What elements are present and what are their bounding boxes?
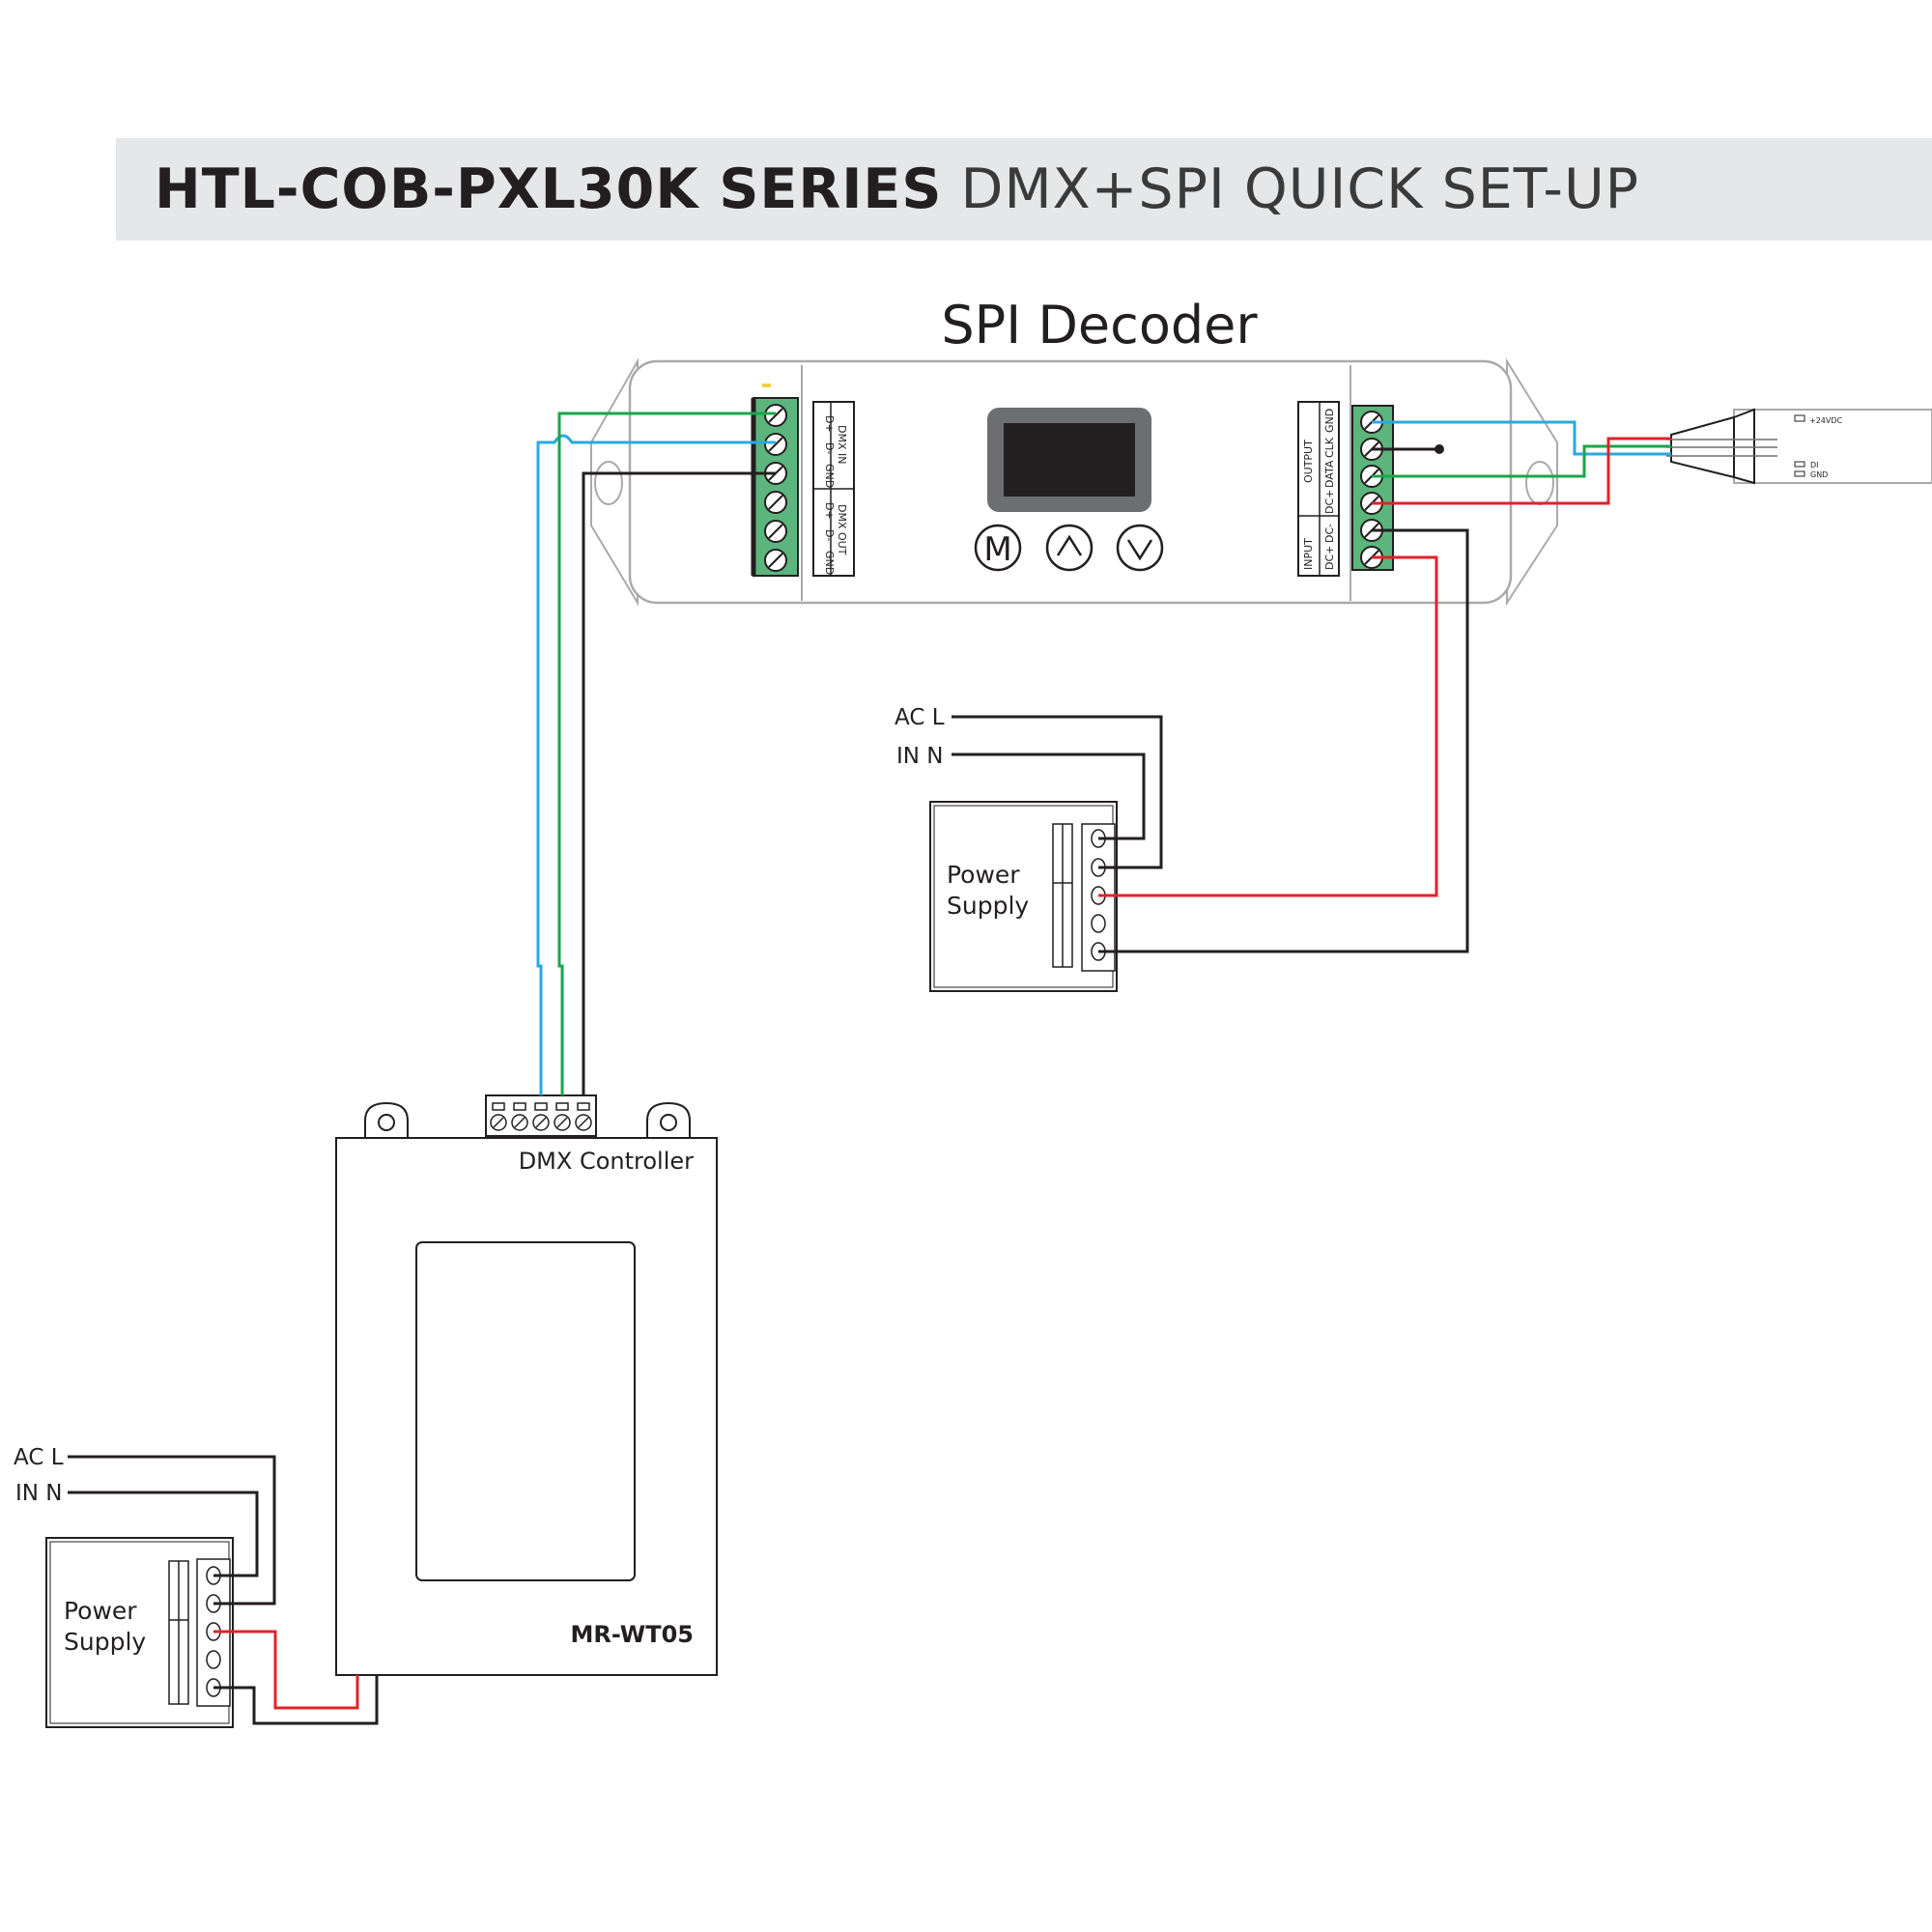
ps1-positive-wire: [1098, 555, 1438, 897]
down-arrow-icon: [1126, 539, 1153, 561]
ps1-inn-label: IN N: [896, 744, 944, 769]
dmx-gnd-wire: [582, 471, 776, 1095]
out-data-label: DATA: [1323, 460, 1336, 488]
controller-screen: [415, 1241, 636, 1581]
ps2-negative-wire: [213, 1675, 379, 1725]
clk-terminator-icon: [1435, 444, 1444, 454]
in-dcplus-label: DC+: [1323, 546, 1336, 570]
strip-wires: [1372, 420, 1671, 505]
output-label: OUTPUT: [1302, 440, 1315, 483]
controller-model: MR-WT05: [571, 1621, 695, 1648]
out-gnd-label: GND: [1323, 409, 1336, 433]
series-name: HTL-COB-PXL30K SERIES: [155, 157, 943, 221]
header-band: [116, 138, 1932, 241]
decoder-right-hole: [1525, 461, 1554, 505]
page-subtitle: DMX+SPI QUICK SET-UP: [960, 157, 1640, 221]
ps1-label-line2: Supply: [947, 892, 1029, 920]
ps1-acl-wire: [952, 715, 1163, 869]
out-dcplus-label: DC+: [1323, 490, 1336, 514]
up-button[interactable]: [1045, 524, 1094, 572]
out-clk-label: CLK: [1323, 437, 1336, 458]
dmx-dplus-wire: [557, 412, 776, 1095]
controller-label: DMX Controller: [519, 1148, 694, 1175]
input-label: INPUT: [1302, 538, 1315, 570]
dmx-in-dplus-label: D+: [823, 415, 836, 433]
mode-button[interactable]: [974, 524, 1022, 572]
ps1-acl-label: AC L: [895, 705, 945, 730]
ps2-label-line1: Power: [64, 1597, 137, 1625]
power-supply-1: Power Supply AC L IN N: [895, 528, 1469, 992]
spi-decoder: SPI Decoder M: [590, 295, 1558, 607]
ps1-inn-wire: [952, 753, 1146, 840]
led-strip-connector: +24VDC DI GND: [1666, 408, 1932, 485]
dmx-in-label: DMX IN: [836, 425, 848, 464]
dmx-terminal-block: D+ D- GND D+ D- GND DMX IN DMX OUT: [751, 384, 855, 577]
dmx-in-dminus-label: D-: [823, 442, 836, 454]
ps2-positive-wire: [213, 1630, 359, 1710]
gnd-wire: [1372, 420, 1671, 456]
ps2-inn-label: IN N: [15, 1481, 63, 1506]
up-arrow-icon: [1056, 534, 1083, 556]
dmx-out-gnd-label: GND: [823, 551, 836, 575]
data-wire: [1372, 444, 1671, 478]
dmx-out-label: DMX OUT: [836, 504, 848, 555]
controller-right-hole: [660, 1114, 677, 1131]
ps2-acl-label: AC L: [14, 1445, 64, 1470]
ps2-acl-wire: [68, 1455, 276, 1605]
spi-decoder-title: SPI Decoder: [941, 295, 1258, 355]
page-title: HTL-COB-PXL30K SERIES DMX+SPI QUICK SET-…: [155, 160, 1639, 218]
strip-pin-gnd-label: GND: [1810, 470, 1828, 479]
ps1-negative-wire: [1098, 528, 1469, 953]
down-button[interactable]: [1116, 524, 1164, 572]
dmx-in-gnd-label: GND: [823, 464, 836, 488]
dmx-out-dplus-label: D+: [823, 502, 836, 520]
ps1-label-line1: Power: [947, 861, 1020, 889]
strip-pin-24v-label: +24VDC: [1809, 416, 1843, 425]
decoder-left-hole: [594, 461, 623, 505]
power-supply-2: Power Supply AC L IN N: [14, 1445, 379, 1728]
dmx-wires: [536, 412, 776, 1095]
ps2-label-line2: Supply: [64, 1628, 146, 1656]
decoder-display: [1004, 423, 1135, 497]
ps2-inn-wire: [68, 1491, 259, 1577]
in-dcminus-label: DC-: [1323, 524, 1336, 543]
strip-pin-di-label: DI: [1810, 461, 1819, 469]
dcplus-wire: [1372, 437, 1671, 505]
dmx-controller: DMX Controller MR-WT05: [335, 1094, 718, 1676]
mode-button-label: M: [983, 530, 1011, 569]
dmx-out-dminus-label: D-: [823, 529, 836, 541]
controller-left-hole: [378, 1114, 395, 1131]
